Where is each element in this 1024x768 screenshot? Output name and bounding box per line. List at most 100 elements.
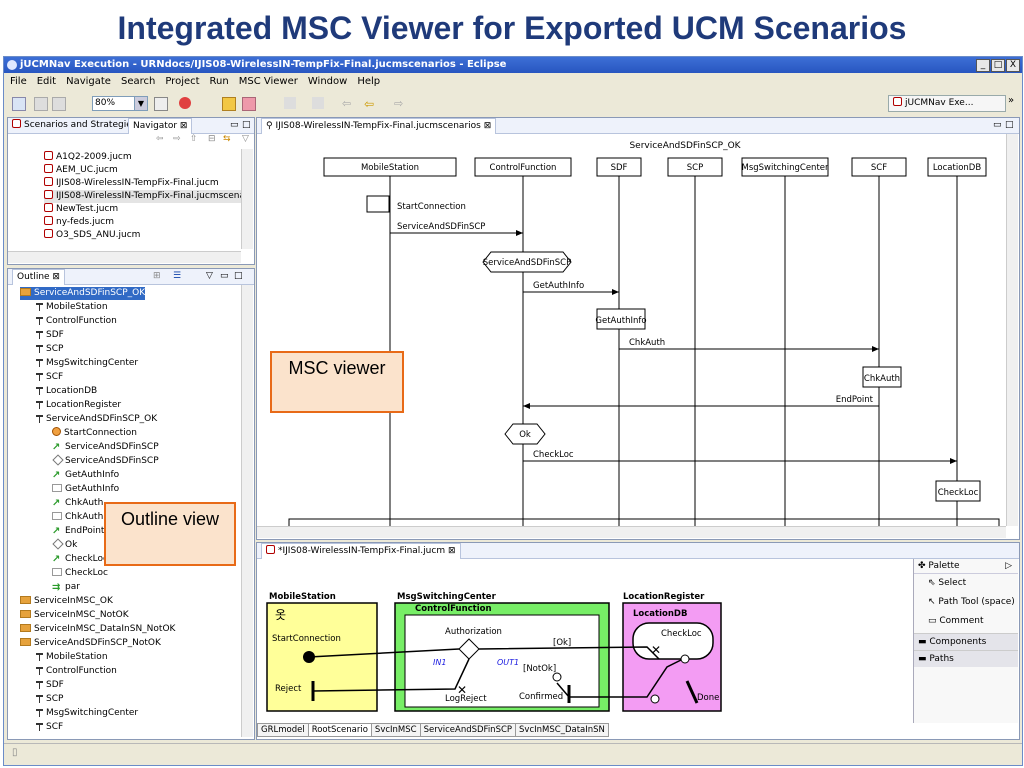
- outline-item[interactable]: SCF: [36, 721, 63, 734]
- link-editor-icon[interactable]: ⇆: [223, 134, 231, 144]
- open-folder-icon[interactable]: [222, 97, 236, 111]
- outline-item[interactable]: SDF: [36, 329, 64, 342]
- condition-serviceandsdfinscp[interactable]: [482, 251, 572, 273]
- outline-item[interactable]: MobileStation: [36, 651, 108, 664]
- toggle-icon[interactable]: [154, 97, 168, 111]
- new-icon[interactable]: [12, 97, 26, 111]
- maximize-button[interactable]: □: [991, 59, 1005, 72]
- nav-forward-icon[interactable]: ⇨: [173, 134, 181, 144]
- palette-select[interactable]: ⇖ Select: [928, 574, 1018, 593]
- fast-view-icon[interactable]: ▯: [12, 747, 18, 758]
- navigator-file-item[interactable]: NewTest.jucm: [44, 203, 118, 216]
- run-icon[interactable]: [179, 97, 191, 109]
- outline-item[interactable]: SCF: [36, 371, 63, 384]
- outline-item[interactable]: LocationDB: [36, 385, 97, 398]
- outline-item[interactable]: MsgSwitchingCenter: [36, 707, 138, 720]
- waiting-place[interactable]: [552, 672, 562, 682]
- navigator-file-item[interactable]: IJIS08-WirelessIN-TempFix-Final.jucmscen…: [44, 190, 249, 203]
- palette-comment[interactable]: ▭ Comment: [928, 612, 1018, 631]
- outline-item[interactable]: CheckLoc: [52, 567, 108, 580]
- outline-scrollbar[interactable]: [241, 285, 253, 737]
- outline-maximize-icon[interactable]: □: [234, 271, 243, 281]
- msc-minimize-icon[interactable]: ▭: [993, 120, 1002, 130]
- prev-annotation-icon[interactable]: [312, 97, 324, 109]
- action-getauthinfo[interactable]: [596, 308, 646, 330]
- edit-icon[interactable]: [242, 97, 256, 111]
- stub-in-point[interactable]: [650, 694, 660, 704]
- tab-navigator[interactable]: Navigator ⊠: [128, 118, 193, 134]
- outline-item[interactable]: ↗CheckLoc: [52, 553, 108, 566]
- tab-serviceandsdfinscp[interactable]: ServiceAndSDFinSCP: [419, 723, 517, 737]
- next-annotation-icon[interactable]: [284, 97, 296, 109]
- msc-maximize-icon[interactable]: □: [1005, 120, 1014, 130]
- navigator-scrollbar-h[interactable]: [8, 251, 241, 263]
- tab-svcinmsc[interactable]: SvcInMSC: [370, 723, 421, 737]
- menu-window[interactable]: Window: [307, 76, 348, 87]
- save-icon[interactable]: [34, 97, 48, 111]
- perspective-switcher[interactable]: jUCMNav Exe...: [888, 95, 1006, 112]
- palette-path-tool[interactable]: ↖ Path Tool (space): [928, 593, 1018, 612]
- outline-item[interactable]: ↗EndPoint: [52, 525, 104, 538]
- zoom-combo[interactable]: 80%: [92, 96, 136, 111]
- palette-collapse-icon[interactable]: ▷: [1005, 561, 1012, 571]
- palette-drawer-paths[interactable]: ▬ Paths: [914, 650, 1018, 667]
- outline-item[interactable]: ChkAuth: [52, 511, 103, 524]
- outline-item[interactable]: StartConnection: [52, 427, 137, 440]
- back-icon[interactable]: ⇦: [342, 97, 352, 110]
- outline-item[interactable]: ↗ChkAuth: [52, 497, 103, 510]
- back-nav-icon[interactable]: ⇦: [364, 97, 375, 111]
- checkloc-responsibility[interactable]: ✕: [651, 643, 661, 657]
- action-checkloc[interactable]: [935, 480, 981, 502]
- collapse-all-icon[interactable]: ⊟: [208, 134, 216, 144]
- outline-item[interactable]: ServiceAndSDFinSCP_OK: [20, 287, 146, 300]
- outline-item[interactable]: MsgSwitchingCenter: [36, 357, 138, 370]
- menu-msc-viewer[interactable]: MSC Viewer: [238, 76, 298, 87]
- tab-svcinmsc-datainsn[interactable]: SvcInMSC_DataInSN: [515, 723, 609, 737]
- outline-item[interactable]: GetAuthInfo: [52, 483, 119, 496]
- tab-msc-editor[interactable]: ⚲ IJIS08-WirelessIN-TempFix-Final.jucmsc…: [261, 118, 497, 134]
- navigator-file-item[interactable]: AEM_UC.jucm: [44, 164, 118, 177]
- navigator-file-item[interactable]: A1Q2-2009.jucm: [44, 151, 132, 164]
- outline-item[interactable]: ControlFunction: [36, 315, 117, 328]
- outline-item[interactable]: LocationRegister: [36, 399, 121, 412]
- outline-item[interactable]: ↗ServiceAndSDFinSCP: [52, 441, 159, 454]
- menu-search[interactable]: Search: [120, 76, 156, 87]
- zoom-dropdown-icon[interactable]: ▼: [134, 96, 148, 111]
- menu-edit[interactable]: Edit: [36, 76, 57, 87]
- menu-file[interactable]: File: [10, 76, 27, 87]
- outline-minimize-icon[interactable]: ▭: [220, 271, 229, 281]
- outline-item[interactable]: ⇉par: [52, 581, 80, 594]
- menu-help[interactable]: Help: [357, 76, 381, 87]
- navigator-file-item[interactable]: O3_SDS_ANU.jucm: [44, 229, 140, 242]
- tab-grlmodel[interactable]: GRLmodel: [257, 723, 309, 737]
- condition-ok[interactable]: [504, 423, 546, 445]
- tab-scenarios[interactable]: Scenarios and Strategie: [12, 118, 132, 133]
- maximize-view-icon[interactable]: □: [242, 120, 251, 130]
- checkloc-stub[interactable]: [632, 622, 714, 660]
- start-connection-box[interactable]: [366, 195, 390, 213]
- tab-outline[interactable]: Outline ⊠: [12, 269, 65, 285]
- menu-run[interactable]: Run: [209, 76, 229, 87]
- outline-item[interactable]: SCP: [36, 693, 63, 706]
- view-menu-icon[interactable]: ▽: [242, 134, 249, 144]
- tab-rootscenario[interactable]: RootScenario: [307, 723, 372, 737]
- outline-item[interactable]: SDF: [36, 679, 64, 692]
- nav-back-icon[interactable]: ⇦: [156, 134, 164, 144]
- outline-menu-icon[interactable]: ▽: [206, 271, 213, 281]
- outline-item[interactable]: ControlFunction: [36, 665, 117, 678]
- msc-scrollbar-v[interactable]: [1006, 134, 1018, 526]
- done-endpoint[interactable]: [685, 680, 699, 704]
- menu-navigate[interactable]: Navigate: [66, 76, 111, 87]
- print-icon[interactable]: [52, 97, 66, 111]
- forward-icon[interactable]: ⇨: [394, 97, 404, 110]
- navigator-file-item[interactable]: ny-feds.jucm: [44, 216, 114, 229]
- outline-item[interactable]: ServiceAndSDFinSCP: [52, 454, 159, 468]
- msc-scrollbar-h[interactable]: [257, 526, 1006, 538]
- minimize-button[interactable]: _: [976, 59, 990, 72]
- palette-drawer-components[interactable]: ▬ Components: [914, 633, 1018, 650]
- logreject-responsibility[interactable]: ✕: [457, 683, 467, 697]
- more-perspectives[interactable]: »: [1008, 95, 1015, 106]
- outline-item[interactable]: MobileStation: [36, 301, 108, 314]
- outline-item[interactable]: ServiceInMSC_DataInSN_NotOK: [20, 623, 175, 636]
- outline-item[interactable]: ↗GetAuthInfo: [52, 469, 119, 482]
